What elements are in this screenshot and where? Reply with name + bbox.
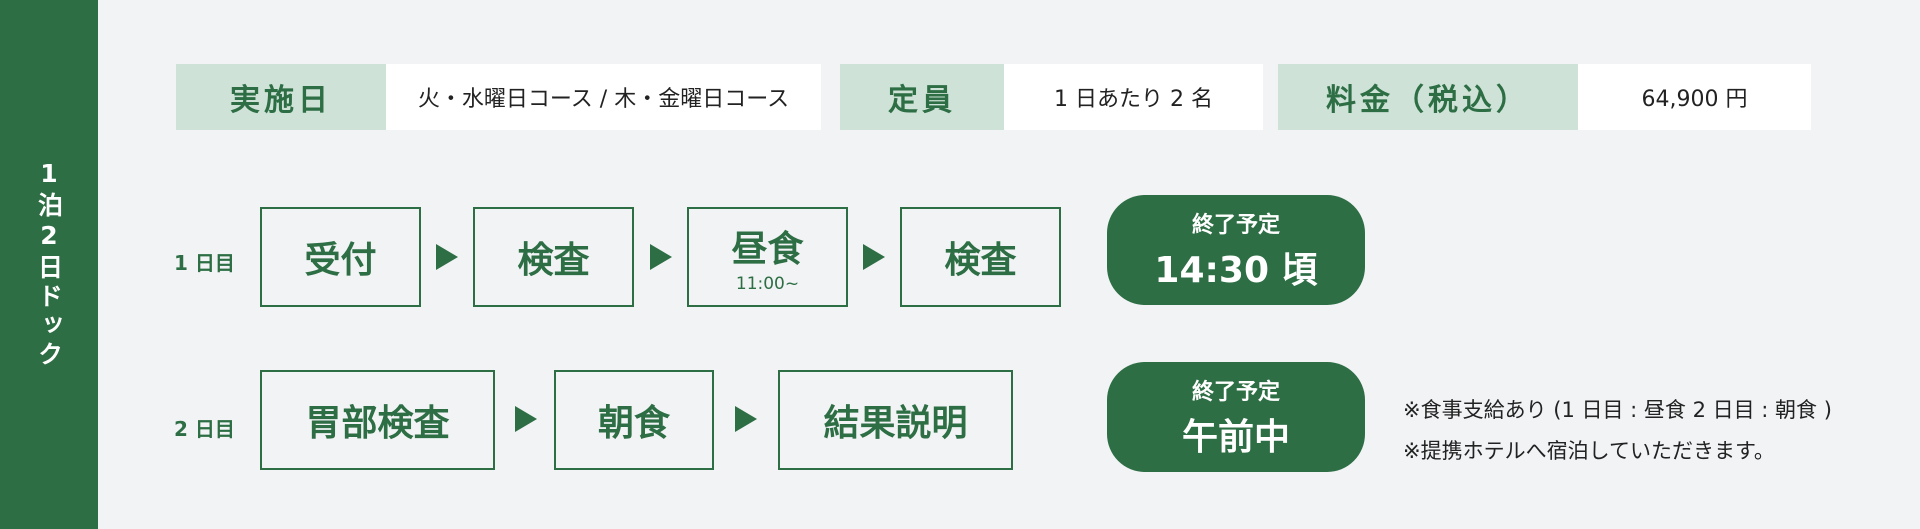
- day1-end-badge: 終了予定 14:30 頃: [1107, 195, 1365, 305]
- info-date: 実施日 火・水曜日コース / 木・金曜日コース: [176, 64, 821, 130]
- day2-end-badge: 終了予定 午前中: [1107, 362, 1365, 472]
- arrow-icon: [515, 406, 537, 432]
- day1-step-label: 検査: [517, 240, 590, 281]
- info-price-label: 料金（税込）: [1278, 64, 1578, 130]
- info-date-label: 実施日: [176, 64, 386, 130]
- day1-step-label: 検査: [944, 240, 1017, 281]
- note-hotel: ※提携ホテルへ宿泊していただきます。: [1403, 439, 1775, 463]
- day2-end-label: 終了予定: [1191, 380, 1280, 405]
- day2-step-results: 結果説明: [778, 370, 1013, 470]
- day1-step-exam: 検査: [473, 207, 634, 307]
- day2-step-label: 結果説明: [823, 403, 968, 444]
- day1-end-label: 終了予定: [1191, 213, 1280, 238]
- note-meal: ※食事支給あり (1 日目 : 昼食 2 日目 : 朝食 ): [1403, 398, 1832, 422]
- day2-step-label: 胃部検査: [305, 403, 450, 444]
- day2-end-time: 午前中: [1181, 417, 1290, 458]
- day1-label: 1 日目: [174, 251, 235, 275]
- info-price-value: 64,900 円: [1578, 64, 1811, 130]
- info-capacity-value: 1 日あたり 2 名: [1004, 64, 1263, 130]
- day1-step-label: 受付: [304, 240, 377, 281]
- notes: ※食事支給あり (1 日目 : 昼食 2 日目 : 朝食 ) ※提携ホテルへ宿泊…: [1403, 390, 1832, 472]
- day1-step-time: 11:00~: [735, 274, 800, 294]
- info-capacity-label: 定員: [840, 64, 1004, 130]
- day2-step-label: 朝食: [597, 403, 670, 444]
- day1-end-time: 14:30 頃: [1154, 250, 1318, 291]
- arrow-icon: [863, 244, 885, 270]
- day2-label: 2 日目: [174, 417, 235, 441]
- arrow-icon: [436, 244, 458, 270]
- day2-step-stomach-exam: 胃部検査: [260, 370, 495, 470]
- day1-step-reception: 受付: [260, 207, 421, 307]
- day2-step-breakfast: 朝食: [554, 370, 714, 470]
- info-date-value: 火・水曜日コース / 木・金曜日コース: [386, 64, 821, 130]
- info-capacity: 定員 1 日あたり 2 名: [840, 64, 1263, 130]
- arrow-icon: [735, 406, 757, 432]
- arrow-icon: [650, 244, 672, 270]
- info-price: 料金（税込） 64,900 円: [1278, 64, 1811, 130]
- sidebar: 1泊2日ドック: [0, 0, 98, 529]
- day1-step-exam-2: 検査: [900, 207, 1061, 307]
- sidebar-title: 1泊2日ドック: [34, 159, 64, 370]
- day1-step-label: 昼食: [731, 229, 804, 270]
- day1-step-lunch: 昼食 11:00~: [687, 207, 848, 307]
